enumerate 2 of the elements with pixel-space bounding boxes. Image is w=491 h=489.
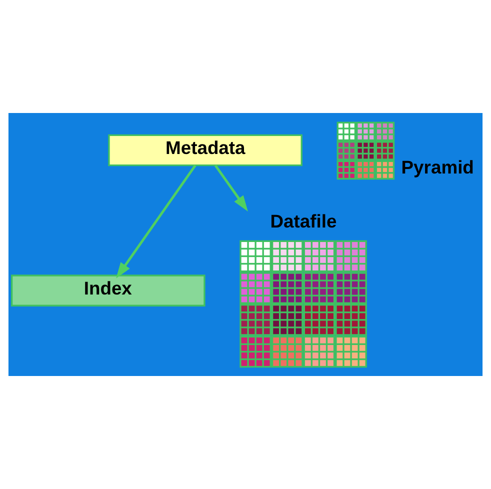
node-label: Datafile [270,210,337,232]
node-label: Pyramid [401,156,474,178]
